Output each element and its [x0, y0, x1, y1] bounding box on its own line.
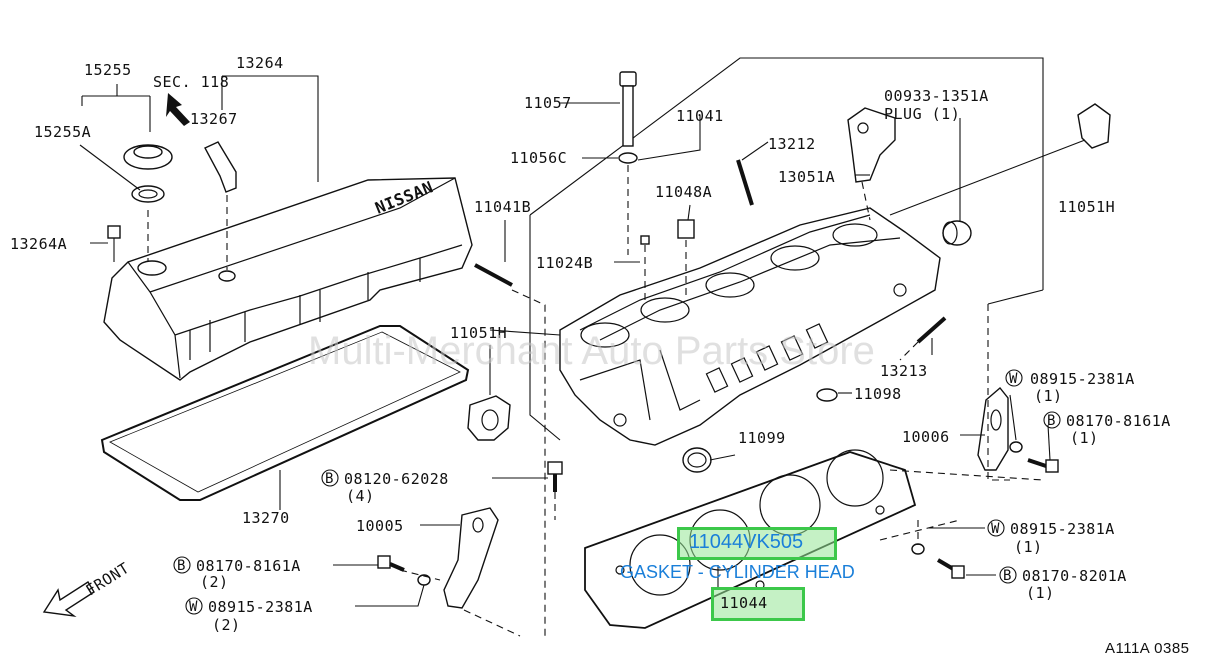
qty-08915-2381a-mid: (1)	[1014, 538, 1043, 556]
label-08915-2381a-top: 08915-2381A	[1030, 370, 1135, 388]
label-11051h-left: 11051H	[450, 324, 507, 342]
label-08120-62028: 08120-62028	[344, 470, 449, 488]
b-letter-right: B	[1047, 413, 1056, 429]
label-11051h-right: 11051H	[1058, 198, 1115, 216]
w-letter-mid: W	[991, 521, 1000, 537]
bracket-13051a[interactable]	[847, 107, 896, 183]
label-sec-118: SEC. 118	[153, 73, 229, 91]
label-08915-2381a-left: 08915-2381A	[208, 598, 313, 616]
qty-08915-2381a-left: (2)	[212, 616, 241, 634]
label-13213: 13213	[880, 362, 928, 380]
ring-11099[interactable]	[682, 447, 712, 473]
w-letter-top: W	[1009, 371, 1018, 387]
washer-08915-mid[interactable]	[911, 543, 925, 555]
b-circle-right	[1043, 411, 1061, 429]
label-13267: 13267	[190, 110, 238, 128]
sec-118-arrow-icon	[166, 93, 190, 126]
bracket-10005[interactable]	[443, 507, 499, 609]
qty-08170-8161a-right: (1)	[1070, 429, 1099, 447]
pcv-valve[interactable]	[204, 141, 237, 193]
plug[interactable]	[942, 220, 972, 246]
label-08170-8161a-left: 08170-8161A	[196, 557, 301, 575]
stud-13213[interactable]	[916, 316, 947, 344]
part-11098[interactable]	[816, 388, 838, 402]
label-00933-1351a: 00933-1351A	[884, 87, 989, 105]
front-arrow-icon	[42, 581, 95, 618]
label-15255: 15255	[84, 61, 132, 79]
label-13051a: 13051A	[778, 168, 835, 186]
bracket-11051h-right[interactable]	[1077, 103, 1111, 149]
highlight-box-part-number[interactable]	[677, 527, 837, 560]
bolt-13264a[interactable]	[107, 225, 121, 262]
label-13212: 13212	[768, 135, 816, 153]
cylinder-head-outline	[529, 57, 1044, 441]
watermark: Multi-Merchant Auto Parts Store	[308, 329, 875, 373]
washer-08915-top[interactable]	[1009, 441, 1023, 453]
front-label: FRONT	[83, 559, 133, 600]
label-08170-8161a-right: 08170-8161A	[1066, 412, 1171, 430]
label-13270: 13270	[242, 509, 290, 527]
bolt-11057[interactable]	[618, 71, 638, 164]
label-13264: 13264	[236, 54, 284, 72]
qty-08170-8161a-left: (2)	[200, 573, 229, 591]
label-15255a: 15255A	[34, 123, 91, 141]
b-circle-08120	[321, 469, 339, 487]
qty-08120-62028: (4)	[346, 487, 375, 505]
label-11057: 11057	[524, 94, 572, 112]
label-08170-8201a: 08170-8201A	[1022, 567, 1127, 585]
label-plug: PLUG (1)	[884, 105, 960, 123]
highlight-description: GASKET - CYLINDER HEAD	[620, 562, 855, 582]
rocker-cover-gasket[interactable]	[100, 325, 470, 501]
qty-08915-2381a-top: (1)	[1034, 387, 1063, 405]
leader-lines	[79, 75, 1086, 640]
cylinder-head[interactable]	[559, 207, 941, 446]
w-letter-left: W	[189, 599, 198, 615]
w-circle-top	[1005, 369, 1023, 387]
label-11041: 11041	[676, 107, 724, 125]
b-circle-8201a	[999, 566, 1017, 584]
b-letter-8201a: B	[1003, 568, 1012, 584]
stud-13212[interactable]	[736, 159, 754, 206]
label-08915-2381a-mid: 08915-2381A	[1010, 520, 1115, 538]
bolt-08170-8161a-right[interactable]	[1027, 458, 1059, 473]
b-circle-left	[173, 556, 191, 574]
label-10006: 10006	[902, 428, 950, 446]
b-letter-left: B	[177, 558, 186, 574]
label-13264a: 13264A	[10, 235, 67, 253]
stud-11041b[interactable]	[474, 263, 513, 287]
bolt-08170-8161a-left[interactable]	[377, 555, 405, 572]
bolt-08170-8201a[interactable]	[936, 558, 965, 579]
label-11024b: 11024B	[536, 254, 593, 272]
w-circle-mid	[987, 519, 1005, 537]
qty-08170-8201a: (1)	[1026, 584, 1055, 602]
bracket-10006[interactable]	[977, 386, 1009, 471]
highlight-part-number[interactable]: 11044VK505	[689, 531, 804, 553]
bolt-08120-62028[interactable]	[547, 461, 563, 492]
label-11044: 11044	[720, 594, 768, 612]
oil-filler-cap[interactable]	[123, 144, 173, 203]
figure-code: A111A 0385	[1105, 640, 1190, 657]
label-11041b: 11041B	[474, 198, 531, 216]
label-11048a: 11048A	[655, 183, 712, 201]
highlight-box-11044[interactable]	[711, 587, 805, 621]
label-10005: 10005	[356, 517, 404, 535]
label-11099: 11099	[738, 429, 786, 447]
w-circle-left	[185, 597, 203, 615]
label-11098: 11098	[854, 385, 902, 403]
bracket-11051h-left[interactable]	[467, 395, 511, 441]
seal-11048a[interactable]	[677, 219, 695, 239]
dowel-11024b[interactable]	[640, 235, 650, 245]
label-11056c: 11056C	[510, 149, 567, 167]
b-letter-08120: B	[325, 471, 334, 487]
rocker-cover[interactable]: NISSAN	[103, 177, 473, 381]
